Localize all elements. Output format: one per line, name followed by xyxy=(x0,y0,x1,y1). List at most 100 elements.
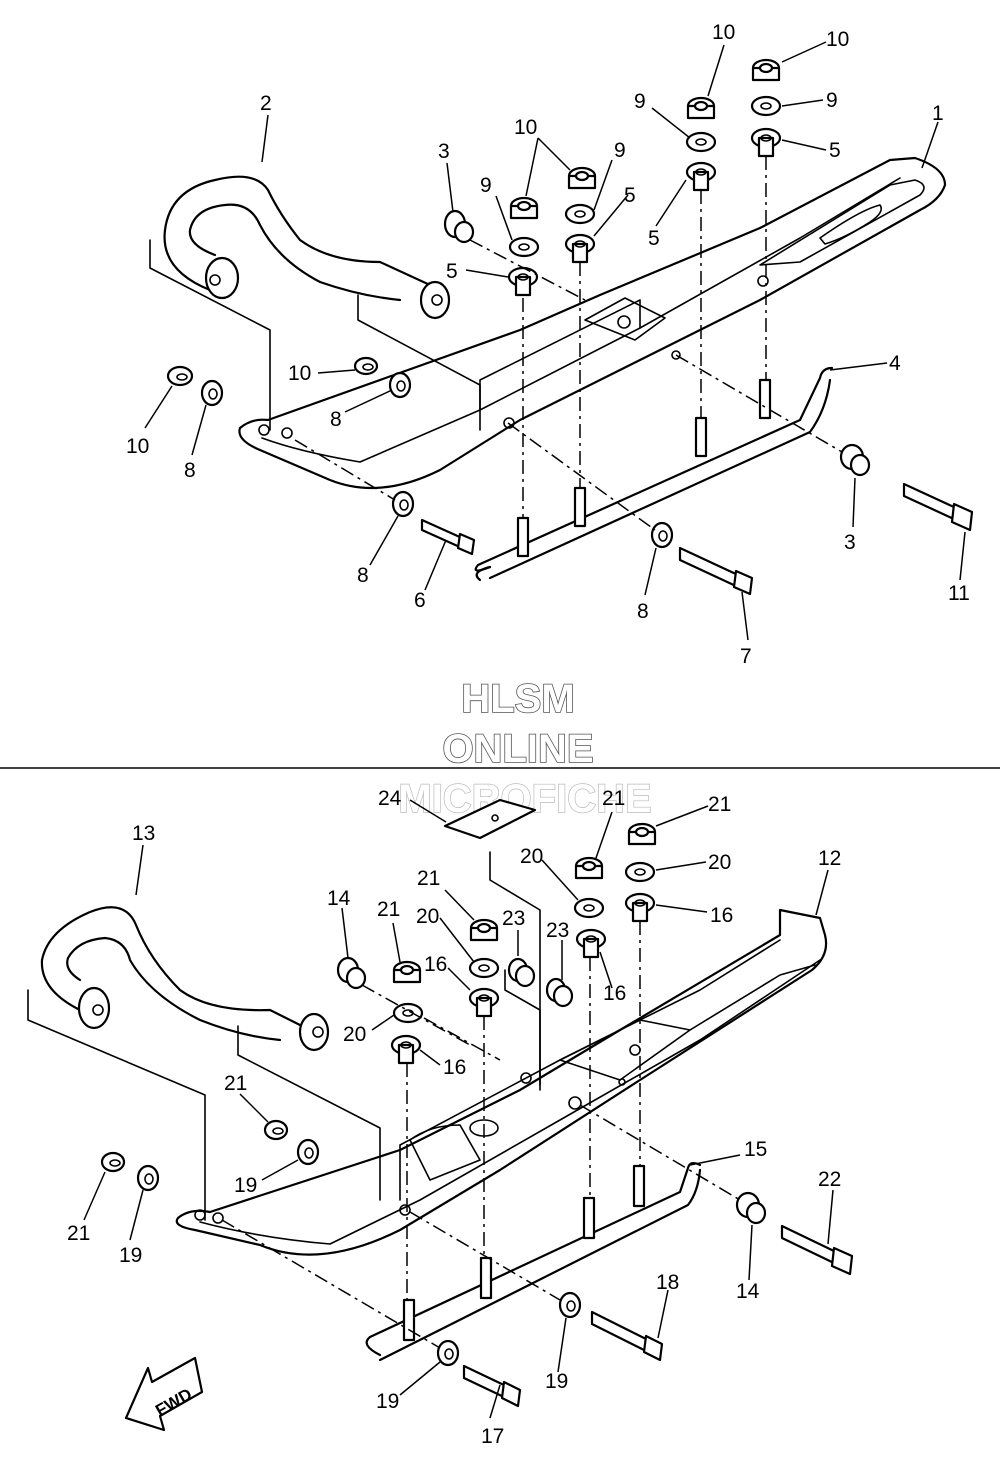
lower-assembly: 12 13 14 14 15 16 16 16 16 17 18 19 19 1… xyxy=(27,787,854,1448)
callouts-upper: 1 2 3 3 4 5 5 5 5 6 7 8 8 8 8 9 9 9 9 10… xyxy=(126,21,970,668)
nut-21 xyxy=(469,918,499,942)
bolt-6 xyxy=(420,518,476,556)
callout-8: 8 xyxy=(330,408,342,431)
callout-21: 21 xyxy=(377,898,400,921)
wear-bar-studs-lower xyxy=(402,1164,646,1342)
callout-10: 10 xyxy=(126,435,149,458)
washer-19 xyxy=(436,1339,460,1367)
callout-5: 5 xyxy=(648,227,660,250)
nut-10 xyxy=(509,196,539,220)
callout-16: 16 xyxy=(443,1056,466,1079)
washer-20 xyxy=(573,897,605,919)
ski-1 xyxy=(238,156,947,490)
washer-8 xyxy=(388,371,412,399)
callout-9: 9 xyxy=(480,174,492,197)
washer-19 xyxy=(136,1164,160,1192)
callout-20: 20 xyxy=(416,905,439,928)
callout-11: 11 xyxy=(948,582,970,605)
nut-10 xyxy=(353,356,379,376)
washer-20 xyxy=(468,957,500,979)
nut-21 xyxy=(392,960,422,984)
callout-6: 6 xyxy=(414,589,426,612)
callout-16: 16 xyxy=(424,953,447,976)
callout-16: 16 xyxy=(710,904,733,927)
leaders-upper xyxy=(144,41,966,641)
washer-19 xyxy=(296,1138,320,1166)
callout-14: 14 xyxy=(736,1280,760,1303)
callout-24: 24 xyxy=(378,787,402,810)
callout-19: 19 xyxy=(376,1390,399,1413)
callout-20: 20 xyxy=(708,851,731,874)
callout-9: 9 xyxy=(634,90,646,113)
callout-7: 7 xyxy=(740,645,752,668)
callout-4: 4 xyxy=(889,352,901,375)
callout-8: 8 xyxy=(637,600,649,623)
bolt-18 xyxy=(590,1310,664,1362)
hardware-lower xyxy=(100,822,854,1408)
callout-2: 2 xyxy=(260,92,272,115)
callout-21: 21 xyxy=(224,1072,247,1095)
collar-16 xyxy=(468,987,500,1018)
watermark-line1: HLSM xyxy=(461,677,574,721)
callout-23: 23 xyxy=(546,919,569,942)
washer-9 xyxy=(685,131,717,153)
plate-24 xyxy=(443,798,537,840)
bolt-11 xyxy=(902,482,974,532)
collar-16 xyxy=(390,1034,422,1065)
callout-9: 9 xyxy=(826,89,838,112)
callout-20: 20 xyxy=(343,1023,366,1046)
callout-12: 12 xyxy=(818,847,841,870)
washer-9 xyxy=(508,236,540,258)
callout-15: 15 xyxy=(744,1138,767,1161)
bolt-7 xyxy=(678,546,754,596)
callout-5: 5 xyxy=(829,139,841,162)
nut-21 xyxy=(627,822,657,846)
ski-handle-2 xyxy=(163,175,451,320)
ski-handle-13 xyxy=(40,906,330,1052)
callout-9: 9 xyxy=(614,139,626,162)
washer-20 xyxy=(624,861,656,883)
wear-bar-15 xyxy=(365,1161,702,1357)
nut-10 xyxy=(166,365,194,387)
bushing-3 xyxy=(443,209,475,244)
washer-9 xyxy=(564,203,596,225)
bushing-14 xyxy=(735,1191,767,1225)
washer-8 xyxy=(200,379,224,407)
bushing-14 xyxy=(336,956,367,990)
nut-21 xyxy=(100,1151,126,1173)
centerlines-upper xyxy=(294,156,843,531)
callout-10: 10 xyxy=(514,116,537,139)
collar-5 xyxy=(685,161,717,192)
callout-21: 21 xyxy=(708,793,731,816)
callout-21: 21 xyxy=(602,787,625,810)
callout-19: 19 xyxy=(119,1244,142,1267)
collar-5 xyxy=(564,233,596,264)
callout-8: 8 xyxy=(357,564,369,587)
callout-19: 19 xyxy=(545,1370,568,1393)
callout-21: 21 xyxy=(417,867,440,890)
washer-8 xyxy=(650,521,674,549)
leaders-lower xyxy=(83,799,834,1419)
spacer-23 xyxy=(545,977,574,1008)
callout-16: 16 xyxy=(603,982,626,1005)
callout-22: 22 xyxy=(818,1168,841,1191)
centerlines-lower xyxy=(221,921,741,1349)
collar-16 xyxy=(624,892,656,923)
nut-10 xyxy=(567,166,597,190)
callout-5: 5 xyxy=(624,184,636,207)
callout-10: 10 xyxy=(288,362,311,385)
nut-10 xyxy=(686,96,716,120)
callouts-lower: 12 13 14 14 15 16 16 16 16 17 18 19 19 1… xyxy=(67,787,841,1448)
callout-21: 21 xyxy=(67,1222,90,1245)
collar-16 xyxy=(575,928,607,959)
washer-20 xyxy=(392,1002,424,1024)
watermark-line2: ONLINE xyxy=(442,727,593,771)
nut-21 xyxy=(263,1119,289,1141)
callout-10: 10 xyxy=(712,21,735,44)
callout-10: 10 xyxy=(826,28,849,51)
callout-5: 5 xyxy=(446,260,458,283)
washer-8 xyxy=(391,490,415,518)
bushing-3 xyxy=(839,443,871,477)
collar-5 xyxy=(507,266,539,297)
